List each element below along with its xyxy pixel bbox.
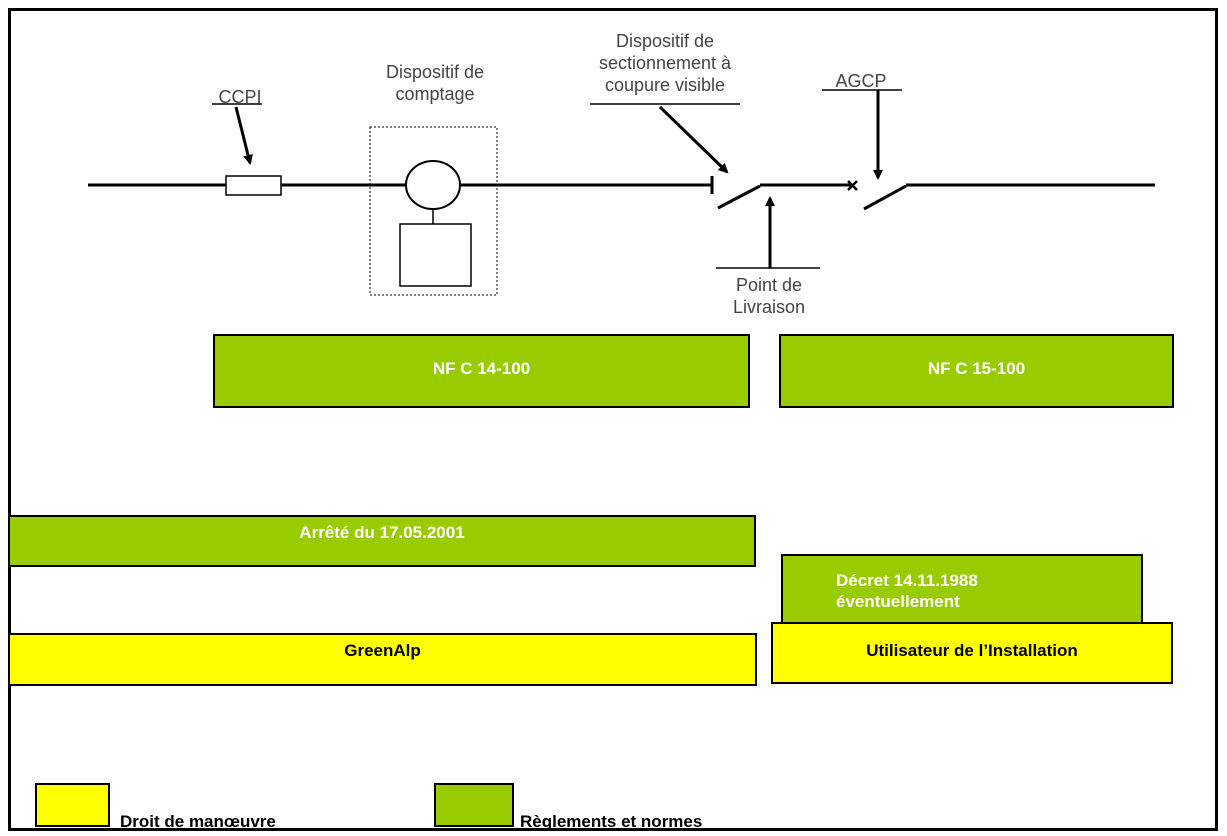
- standard-box-nfc14100: NF C 14-100: [213, 334, 750, 408]
- agcp-cross-b: [847, 180, 858, 191]
- meter-symbol: [405, 160, 461, 210]
- standard-label-nfc14100: NF C 14-100: [432, 359, 531, 378]
- regulation-label-arrete: Arrêté du 17.05.2001: [299, 523, 465, 542]
- operation-label-user: Utilisateur de l’Installation: [866, 641, 1078, 660]
- regulation-box-arrete: Arrêté du 17.05.2001: [8, 515, 756, 567]
- legend-swatch-green: [434, 783, 514, 827]
- standard-box-nfc15100: NF C 15-100: [779, 334, 1174, 408]
- ccpi-label: CCPI: [218, 87, 262, 107]
- counting-device-enclosure: [369, 126, 498, 296]
- agcp-label: AGCP: [835, 71, 887, 91]
- diagram-frame: [8, 8, 1218, 831]
- agcp-switch-blade: [863, 184, 907, 211]
- operation-box-greenalp: GreenAlp: [8, 633, 757, 686]
- meter-register-box: [399, 223, 472, 287]
- legend-label-green: Règlements et normes: [520, 812, 703, 831]
- disconnect-device-label: Dispositif de sectionnement à coupure vi…: [598, 31, 732, 95]
- regulation-label-decret: Décret 14.11.1988 éventuellement: [836, 571, 978, 611]
- regulation-box-decret: Décret 14.11.1988 éventuellement: [781, 554, 1143, 624]
- operation-box-user: Utilisateur de l’Installation: [771, 622, 1173, 684]
- disconnect-switch-blade: [717, 184, 761, 210]
- standard-label-nfc15100: NF C 15-100: [927, 359, 1026, 378]
- delivery-point-label: Point de Livraison: [732, 275, 806, 317]
- ccpi-fuse-symbol: [225, 175, 282, 196]
- counting-device-label: Dispositif de comptage: [385, 62, 485, 104]
- disconnect-arrow: [658, 105, 729, 174]
- legend-label-yellow: Droit de manœuvre: [120, 812, 276, 831]
- legend-swatch-yellow: [35, 783, 110, 827]
- ccpi-arrow: [234, 106, 253, 165]
- operation-label-greenalp: GreenAlp: [344, 641, 421, 660]
